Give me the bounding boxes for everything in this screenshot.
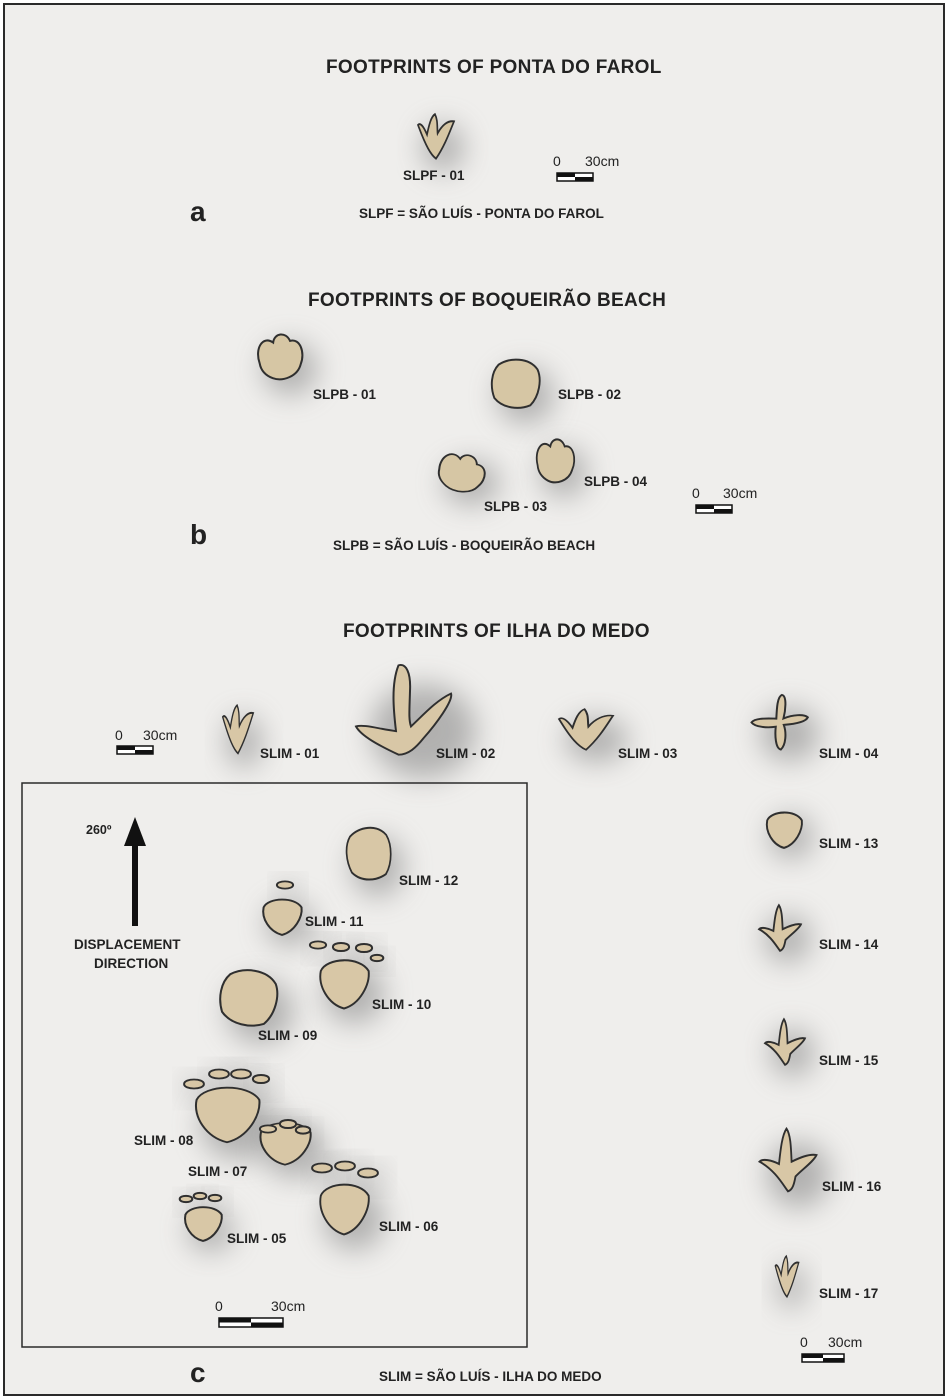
scale-bar-c-right: [802, 1354, 844, 1362]
label-slpb-04: SLPB - 04: [584, 474, 647, 489]
scale-bar-c-box: [219, 1318, 283, 1327]
label-slim-17: SLIM - 17: [819, 1286, 878, 1301]
label-slpb-01: SLPB - 01: [313, 387, 376, 402]
label-slim-07: SLIM - 07: [188, 1164, 247, 1179]
footprint-shape: [356, 944, 372, 952]
label-slim-10: SLIM - 10: [372, 997, 431, 1012]
footprint-shape: [194, 1193, 207, 1199]
footprint-shape: [333, 943, 349, 951]
scale-bar-c-top: [117, 746, 153, 754]
direction-label-line1: DISPLACEMENT: [74, 937, 181, 952]
label-slim-01: SLIM - 01: [260, 746, 319, 761]
section-a-legend: SLPF = SÃO LUÍS - PONTA DO FAROL: [359, 206, 604, 221]
scale-a-zero: 0: [553, 153, 561, 169]
footprint-shape: [371, 955, 384, 961]
scale-b-zero: 0: [692, 485, 700, 501]
label-slpb-03: SLPB - 03: [484, 499, 547, 514]
footprint-shape: [335, 1162, 355, 1171]
scale-c-top-value: 30cm: [143, 727, 177, 743]
track-inset-box: [22, 783, 527, 1347]
footprint-shape: [253, 1075, 269, 1083]
scale-c-top-zero: 0: [115, 727, 123, 743]
section-a-title: FOOTPRINTS OF PONTA DO FAROL: [326, 57, 662, 79]
label-slim-12: SLIM - 12: [399, 873, 458, 888]
section-b-title: FOOTPRINTS OF BOQUEIRÃO BEACH: [308, 290, 666, 312]
footprint-shape: [312, 1164, 332, 1173]
footprint-shape: [490, 358, 542, 410]
footprint-shadow: [760, 707, 819, 761]
label-slim-05: SLIM - 05: [227, 1231, 286, 1246]
label-slim-09: SLIM - 09: [258, 1028, 317, 1043]
footprint-shape: [184, 1080, 204, 1089]
direction-bearing: 260º: [86, 823, 111, 837]
scale-bar-a: [557, 173, 593, 181]
footprint-shape: [358, 1169, 378, 1178]
scale-c-box-value: 30cm: [271, 1298, 305, 1314]
label-slim-02: SLIM - 02: [436, 746, 495, 761]
footprint-shape: [345, 826, 393, 881]
scale-c-right-value: 30cm: [828, 1334, 862, 1350]
section-b-letter: b: [190, 519, 207, 551]
footprint-shape: [209, 1195, 222, 1201]
scale-bar-b: [696, 505, 732, 513]
label-slim-14: SLIM - 14: [819, 937, 878, 952]
label-slpf-01: SLPF - 01: [403, 168, 465, 183]
section-a-letter: a: [190, 196, 206, 228]
direction-label-line2: DIRECTION: [94, 956, 168, 971]
label-slim-16: SLIM - 16: [822, 1179, 881, 1194]
footprint-shape: [231, 1070, 251, 1079]
scale-a-value: 30cm: [585, 153, 619, 169]
section-c-title: FOOTPRINTS OF ILHA DO MEDO: [343, 621, 650, 643]
label-slpb-02: SLPB - 02: [558, 387, 621, 402]
footprint-shape: [310, 941, 326, 948]
footprint-shape: [277, 881, 293, 888]
label-slim-15: SLIM - 15: [819, 1053, 878, 1068]
displacement-arrow-icon: [124, 817, 146, 926]
scale-c-box-zero: 0: [215, 1298, 223, 1314]
section-b-legend: SLPB = SÃO LUÍS - BOQUEIRÃO BEACH: [333, 538, 595, 553]
label-slim-06: SLIM - 06: [379, 1219, 438, 1234]
label-slim-03: SLIM - 03: [618, 746, 677, 761]
label-slim-11: SLIM - 11: [305, 914, 364, 929]
footprint-shape: [260, 1125, 276, 1132]
label-slim-13: SLIM - 13: [819, 836, 878, 851]
footprint-shape: [280, 1120, 296, 1128]
scale-c-right-zero: 0: [800, 1334, 808, 1350]
section-c-letter: c: [190, 1357, 206, 1389]
footprint-shape: [180, 1196, 193, 1202]
footprint-shape: [209, 1070, 229, 1079]
label-slim-08: SLIM - 08: [134, 1133, 193, 1148]
label-slim-04: SLIM - 04: [819, 746, 878, 761]
footprint-shape: [296, 1126, 310, 1133]
scale-b-value: 30cm: [723, 485, 757, 501]
section-c-legend: SLIM = SÃO LUÍS - ILHA DO MEDO: [379, 1369, 602, 1384]
